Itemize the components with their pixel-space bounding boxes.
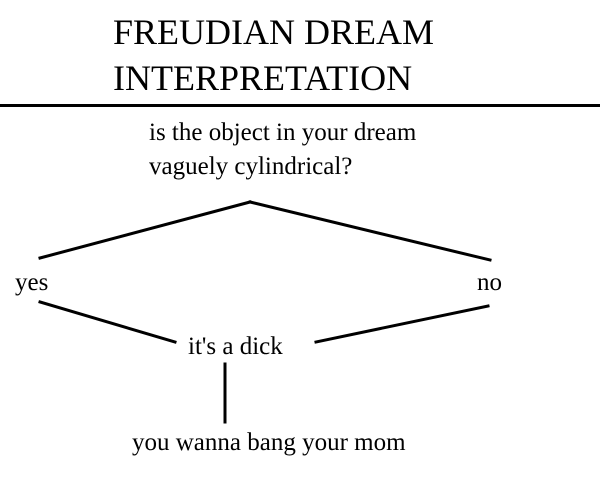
branch-yes-label: yes <box>15 269 49 296</box>
connector-question-to-yes <box>38 200 252 260</box>
title-line-2: INTERPRETATION <box>113 58 413 98</box>
question-line-1: is the object in your dream <box>149 119 417 146</box>
title-line-1: FREUDIAN DREAM <box>113 12 435 52</box>
result-label: it's a dick <box>188 333 283 360</box>
conclusion-label: you wanna bang your mom <box>132 429 406 456</box>
connector-question-to-no <box>248 200 492 262</box>
title-divider <box>0 104 600 107</box>
connector-yes-to-result <box>38 300 177 344</box>
connector-no-to-result <box>314 304 490 344</box>
branch-no-label: no <box>477 269 502 296</box>
question-line-2: vaguely cylindrical? <box>149 153 353 180</box>
